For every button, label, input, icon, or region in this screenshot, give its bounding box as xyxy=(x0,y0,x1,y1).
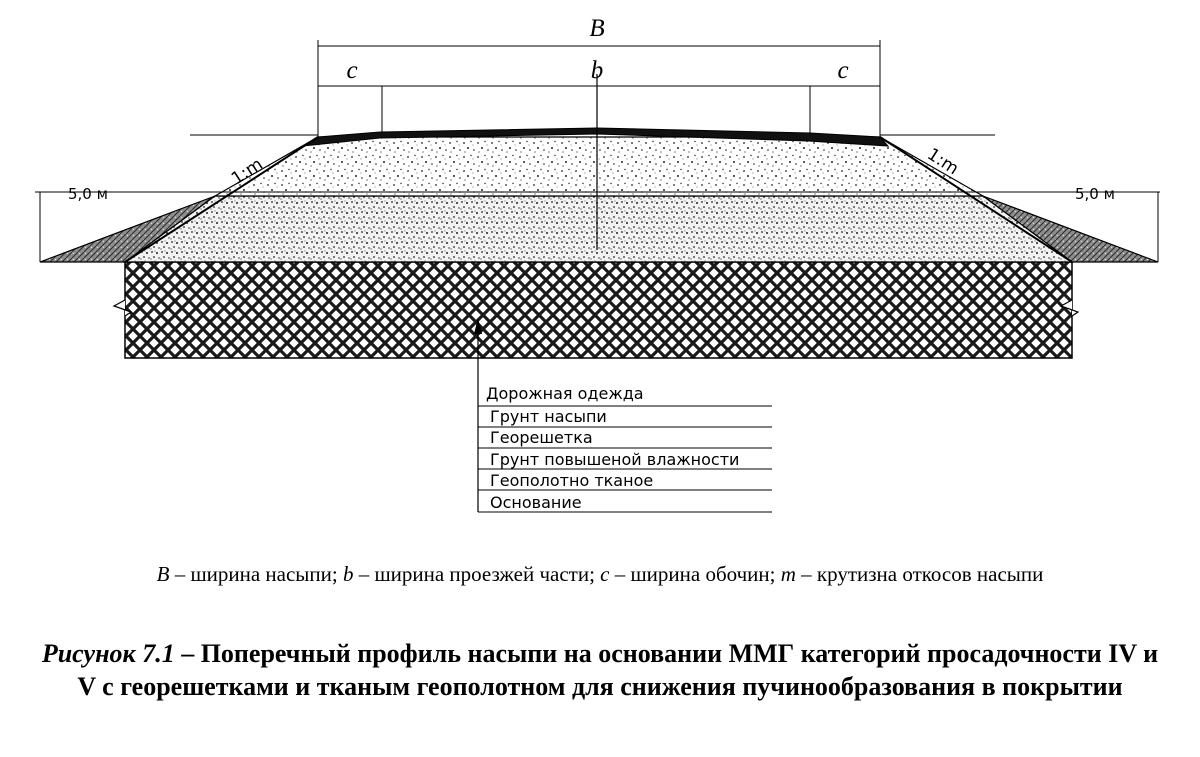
legend-leader-arrowhead xyxy=(474,318,482,334)
right-slope-line xyxy=(879,136,1073,263)
upper-embankment-fill xyxy=(212,136,986,197)
left-slope-line xyxy=(124,136,319,263)
label-B: B xyxy=(589,15,604,42)
label-b: b xyxy=(591,57,604,84)
layer-label-base: Основание xyxy=(490,493,582,512)
side-label-right: 5,0 м xyxy=(1075,185,1115,203)
figure-number: Рисунок 7.1 xyxy=(41,639,175,668)
legend-text: – крутизна откосов насыпи xyxy=(795,562,1044,586)
symbol-legend: B – ширина насыпи; b – ширина проезжей ч… xyxy=(0,562,1200,587)
layer-label-wet-soil: Грунт повышеной влажности xyxy=(490,450,739,469)
legend-symbol: m xyxy=(780,562,796,586)
legend-text: – ширина проезжей части; xyxy=(353,562,601,586)
legend-symbol: B xyxy=(156,562,170,586)
figure-caption: Рисунок 7.1 – Поперечный профиль насыпи … xyxy=(30,637,1170,703)
legend-symbol: c xyxy=(600,562,610,586)
label-c-right: c xyxy=(837,57,848,84)
foundation-base-layer xyxy=(124,261,1073,359)
caption-text: Поперечный профиль насыпи на основании М… xyxy=(77,639,1159,701)
road-pavement xyxy=(302,127,890,147)
layer-label-geotextile: Геополотно тканое xyxy=(490,471,653,490)
embankment-cross-section-diagram: B b c c 1:m 1:m 5,0 м 5,0 м Дорожная оде… xyxy=(35,15,1160,513)
base-right-break xyxy=(1059,299,1080,317)
caption-dash: – xyxy=(174,639,201,668)
label-c-left: c xyxy=(346,57,357,84)
legend-text: – ширина обочин; xyxy=(609,562,781,586)
layer-legend-table: Дорожная одежда Грунт насыпи Георешетка … xyxy=(478,384,772,513)
base-left-break xyxy=(112,299,133,317)
layer-label-pavement: Дорожная одежда xyxy=(486,384,644,403)
side-label-left: 5,0 м xyxy=(68,185,108,203)
layer-label-geogrid: Георешетка xyxy=(490,428,593,447)
legend-symbol: b xyxy=(342,562,354,586)
layer-label-fill-soil: Грунт насыпи xyxy=(490,407,607,426)
lower-embankment-layer xyxy=(123,195,1074,263)
legend-text: – ширина насыпи; xyxy=(169,562,343,586)
